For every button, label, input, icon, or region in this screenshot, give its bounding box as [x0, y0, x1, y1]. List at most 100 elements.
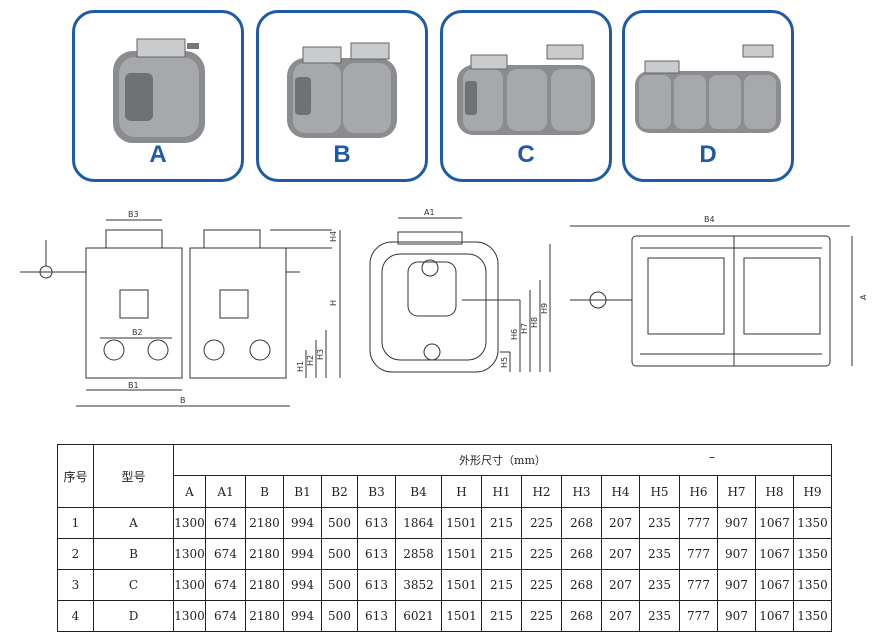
front-view [20, 219, 341, 407]
dim-b2: B2 [132, 328, 143, 337]
col-header: H7 [717, 475, 756, 508]
cell-value: 1501 [441, 569, 482, 601]
cell-value: 1300 [173, 569, 206, 601]
cell-value: 674 [205, 569, 246, 601]
cell-value: 994 [283, 600, 322, 632]
cell-value: 500 [321, 507, 358, 539]
col-header: B3 [357, 475, 396, 508]
card-label-a: A [149, 141, 167, 168]
col-header: B [245, 475, 284, 508]
cell-value: 1350 [793, 600, 832, 632]
cell-model: A [93, 507, 174, 539]
tank-image-a [113, 38, 205, 143]
col-header: H1 [481, 475, 522, 508]
cell-value: 1501 [441, 600, 482, 632]
cell-value: 1067 [755, 538, 794, 570]
cell-value: 777 [679, 569, 718, 601]
header-model: 型号 [93, 444, 174, 508]
cell-value: 1864 [395, 507, 442, 539]
product-card-b: B [256, 10, 428, 182]
cell-value: 1501 [441, 538, 482, 570]
cell-value: 1067 [755, 569, 794, 601]
cell-value: 994 [283, 569, 322, 601]
tank-image-c [457, 44, 595, 135]
col-header: B2 [321, 475, 358, 508]
tank-image-d [635, 44, 781, 133]
cell-value: 215 [481, 600, 522, 632]
cell-value: 235 [639, 538, 680, 570]
dim-h1: H1 [296, 361, 305, 372]
cell-value: 268 [561, 569, 602, 601]
cell-value: 207 [601, 538, 640, 570]
cell-value: 3852 [395, 569, 442, 601]
cell-value: 1067 [755, 600, 794, 632]
dim-h3: H3 [316, 349, 325, 360]
cell-value: 1300 [173, 538, 206, 570]
cell-no: 4 [57, 600, 94, 632]
cell-value: 225 [521, 600, 562, 632]
cell-value: 613 [357, 538, 396, 570]
cell-value: 1350 [793, 569, 832, 601]
col-header: H3 [561, 475, 602, 508]
cell-value: 268 [561, 538, 602, 570]
cell-value: 207 [601, 507, 640, 539]
cell-value: 777 [679, 507, 718, 539]
cell-value: 907 [717, 600, 756, 632]
dimension-header-row: A A1 B B1 B2 B3 B4 H H1 H2 H3 H4 H5 H6 H… [58, 475, 832, 508]
cell-value: 1300 [173, 600, 206, 632]
technical-drawings: B3 H4 H B2 H1 H2 H3 B1 B A1 H6 H7 H8 H9 … [20, 208, 868, 407]
cell-value: 2180 [245, 538, 284, 570]
col-header: H6 [679, 475, 718, 508]
cell-value: 2180 [245, 507, 284, 539]
product-card-d: D [622, 10, 794, 182]
side-view [369, 217, 551, 373]
cell-value: 2858 [395, 538, 442, 570]
dim-h4: H4 [329, 231, 338, 242]
cell-value: 1501 [441, 507, 482, 539]
card-label-c: C [517, 141, 535, 168]
cell-value: 1350 [793, 507, 832, 539]
cell-value: 907 [717, 569, 756, 601]
col-header: H2 [521, 475, 562, 508]
cell-value: 777 [679, 600, 718, 632]
cell-value: 1350 [793, 538, 832, 570]
cell-value: 1067 [755, 507, 794, 539]
cell-value: 674 [205, 600, 246, 632]
dim-h7: H7 [520, 323, 529, 334]
cell-value: 613 [357, 569, 396, 601]
cell-value: 207 [601, 569, 640, 601]
product-card-a: A [72, 10, 244, 182]
dim-h6: H6 [510, 329, 519, 340]
cell-value: 500 [321, 569, 358, 601]
dim-a: A [859, 294, 868, 300]
product-card-c: C [440, 10, 612, 182]
header-no: 序号 [57, 444, 94, 508]
dim-h2: H2 [306, 355, 315, 366]
col-header: A [173, 475, 206, 508]
cell-value: 215 [481, 569, 522, 601]
cell-model: C [93, 569, 174, 601]
top-view [570, 225, 853, 367]
cell-no: 2 [57, 538, 94, 570]
tank-image-b [287, 42, 397, 138]
dim-b1: B1 [128, 381, 139, 390]
cell-value: 235 [639, 600, 680, 632]
col-header: H5 [639, 475, 680, 508]
cell-value: 268 [561, 507, 602, 539]
header-mark: – [709, 450, 715, 464]
cell-value: 6021 [395, 600, 442, 632]
cell-value: 907 [717, 538, 756, 570]
cell-value: 225 [521, 507, 562, 539]
dim-b3: B3 [128, 210, 139, 219]
cell-model: B [93, 538, 174, 570]
col-header: H8 [755, 475, 794, 508]
cell-value: 500 [321, 600, 358, 632]
cell-no: 1 [57, 507, 94, 539]
cell-value: 215 [481, 538, 522, 570]
dim-h: H [329, 300, 338, 306]
dim-a1: A1 [424, 208, 435, 217]
col-header: B1 [283, 475, 322, 508]
cell-value: 777 [679, 538, 718, 570]
